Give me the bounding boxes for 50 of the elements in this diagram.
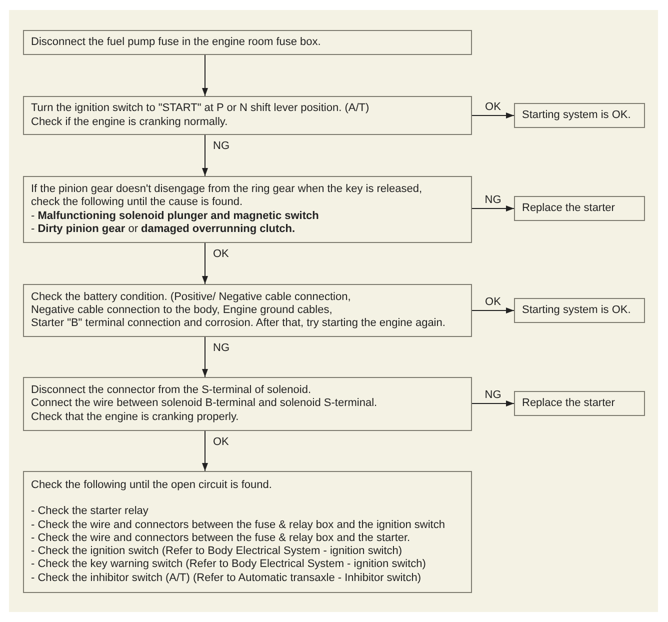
instruction-text: - Check the wire and connectors between the fuse & relay box and the ignition switch	[31, 518, 445, 532]
edge-label: NG	[212, 140, 230, 152]
process-box	[23, 96, 472, 135]
instruction-text: - Check the key warning switch (Refer to Body Electrical System - ignition switch)	[31, 558, 426, 572]
instruction-text: Starter "B" terminal connection and corrosion. After that, try starting the engine again.	[31, 317, 446, 330]
instruction-text: - Malfunctioning solenoid plunger and magnetic switch	[31, 210, 319, 223]
instruction-text: Negative cable connection to the body, Engine ground cables,	[31, 304, 332, 318]
process-box	[23, 377, 472, 431]
edge-label: OK	[484, 100, 502, 112]
edge-label: NG	[212, 342, 230, 354]
result-box	[514, 391, 645, 416]
process-box	[23, 176, 472, 243]
arrow	[472, 308, 514, 314]
arrow	[472, 112, 514, 118]
arrow	[202, 336, 208, 378]
instruction-text: - Check the starter relay	[31, 505, 148, 519]
instruction-text: Check if the engine is cranking normally.	[31, 116, 228, 129]
edge-label: OK	[212, 436, 230, 448]
instruction-text: - Check the inhibitor switch (A/T) (Refer to Automatic transaxle - Inhibitor switch)	[31, 572, 422, 585]
arrow	[472, 206, 514, 212]
instruction-text: - Dirty pinion gear or damaged overrunning clutch.	[31, 222, 296, 236]
arrow	[472, 400, 514, 406]
edge-label: OK	[484, 296, 502, 308]
edge-label: NG	[484, 388, 502, 400]
process-box	[23, 284, 472, 337]
process-box	[23, 471, 472, 593]
result-text: Starting system is OK.	[522, 304, 631, 318]
result-text: Replace the starter	[522, 202, 615, 216]
arrow	[202, 430, 208, 472]
instruction-text: Disconnect the fuel pump fuse in the engine room fuse box.	[31, 36, 321, 50]
instruction-text: Check that the engine is cranking properly.	[31, 410, 239, 424]
result-text: Replace the starter	[522, 396, 615, 410]
arrow	[202, 242, 208, 284]
instruction-text: - Check the ignition switch (Refer to Body Electrical System - ignition switch)	[31, 545, 402, 558]
edge-label: OK	[212, 248, 230, 260]
instruction-text: - Check the wire and connectors between the fuse & relay box and the starter.	[31, 532, 410, 546]
instruction-text: Check the following until the open circuit is found.	[31, 479, 272, 492]
edge-label: NG	[484, 194, 502, 206]
process-box	[23, 30, 472, 55]
instruction-text: Turn the ignition switch to "START" at P or N shift lever position. (A/T)	[31, 102, 370, 116]
instruction-text: Connect the wire between solenoid B-terminal and solenoid S-terminal.	[31, 397, 378, 411]
result-box	[514, 103, 645, 128]
result-text: Starting system is OK.	[522, 108, 631, 122]
instruction-text: If the pinion gear doesn't disengage from the ring gear when the key is released, check the following until the cause is found.	[31, 183, 424, 210]
result-box	[514, 196, 645, 221]
arrow	[202, 134, 208, 176]
instruction-text: Check the battery condition. (Positive/ Negative cable connection,	[31, 290, 351, 304]
arrow	[202, 54, 208, 96]
result-box	[514, 298, 645, 323]
instruction-text: Disconnect the connector from the S-terminal of solenoid.	[31, 384, 312, 398]
